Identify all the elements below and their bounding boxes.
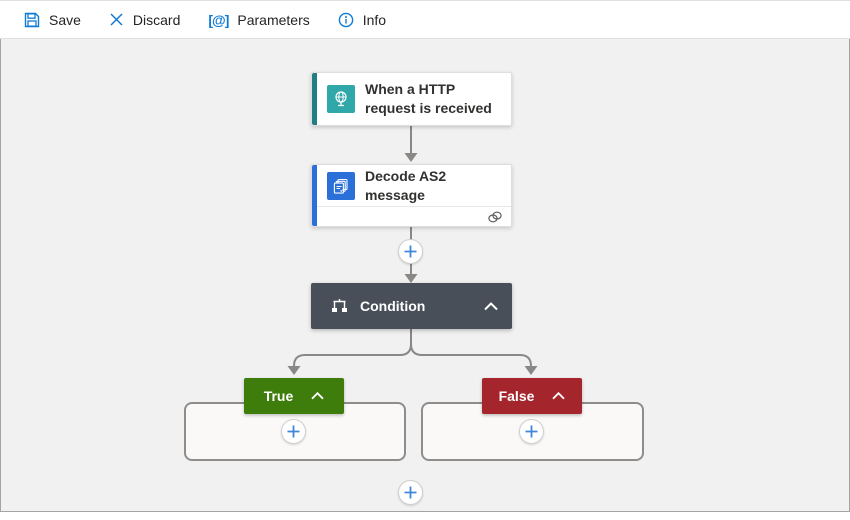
trigger-accent-bar [312, 73, 317, 125]
trigger-title: When a HTTP request is received [365, 81, 492, 116]
trigger-card-http-request[interactable]: When a HTTP request is received [311, 72, 512, 126]
add-final-step-button[interactable] [398, 480, 423, 505]
info-label: Info [362, 11, 387, 28]
condition-title: Condition [360, 298, 426, 314]
collapse-chevron-icon[interactable] [484, 301, 498, 311]
parameters-label: Parameters [237, 11, 310, 28]
http-request-icon [327, 85, 355, 113]
false-branch-header[interactable]: False [482, 378, 582, 414]
connector-lines [287, 126, 538, 375]
discard-button[interactable]: Discard [95, 1, 194, 38]
action-card-footer [312, 206, 511, 226]
workflow-designer-canvas[interactable]: When a HTTP request is received Decode A… [0, 39, 850, 512]
true-branch-header[interactable]: True [244, 378, 344, 414]
condition-card[interactable]: Condition [311, 283, 512, 329]
action-card-decode-as2[interactable]: Decode AS2 message [311, 164, 512, 227]
save-icon [24, 12, 40, 28]
condition-branch-icon [331, 298, 348, 314]
true-collapse-chevron-icon[interactable] [311, 392, 324, 400]
parameters-icon: [@] [208, 11, 229, 28]
true-branch-label: True [263, 388, 294, 404]
info-button[interactable]: Info [324, 1, 400, 38]
designer-toolbar: Save Discard [@] Parameters Info [0, 0, 850, 39]
save-label: Save [49, 11, 81, 28]
info-icon [338, 12, 354, 28]
connection-link-icon[interactable] [487, 211, 503, 223]
true-branch-add-action-button[interactable] [281, 419, 306, 444]
discard-x-icon [109, 12, 124, 27]
discard-label: Discard [132, 11, 181, 28]
parameters-button[interactable]: [@] Parameters [194, 1, 323, 38]
as2-documents-icon [327, 171, 355, 200]
save-button[interactable]: Save [10, 1, 95, 38]
action-accent-bar [312, 165, 317, 226]
false-collapse-chevron-icon[interactable] [552, 392, 566, 400]
bottom-strip [0, 512, 850, 519]
false-branch-label: False [498, 388, 535, 404]
action-title: Decode AS2 message [365, 167, 447, 203]
insert-step-button[interactable] [398, 239, 423, 264]
false-branch-add-action-button[interactable] [519, 419, 544, 444]
